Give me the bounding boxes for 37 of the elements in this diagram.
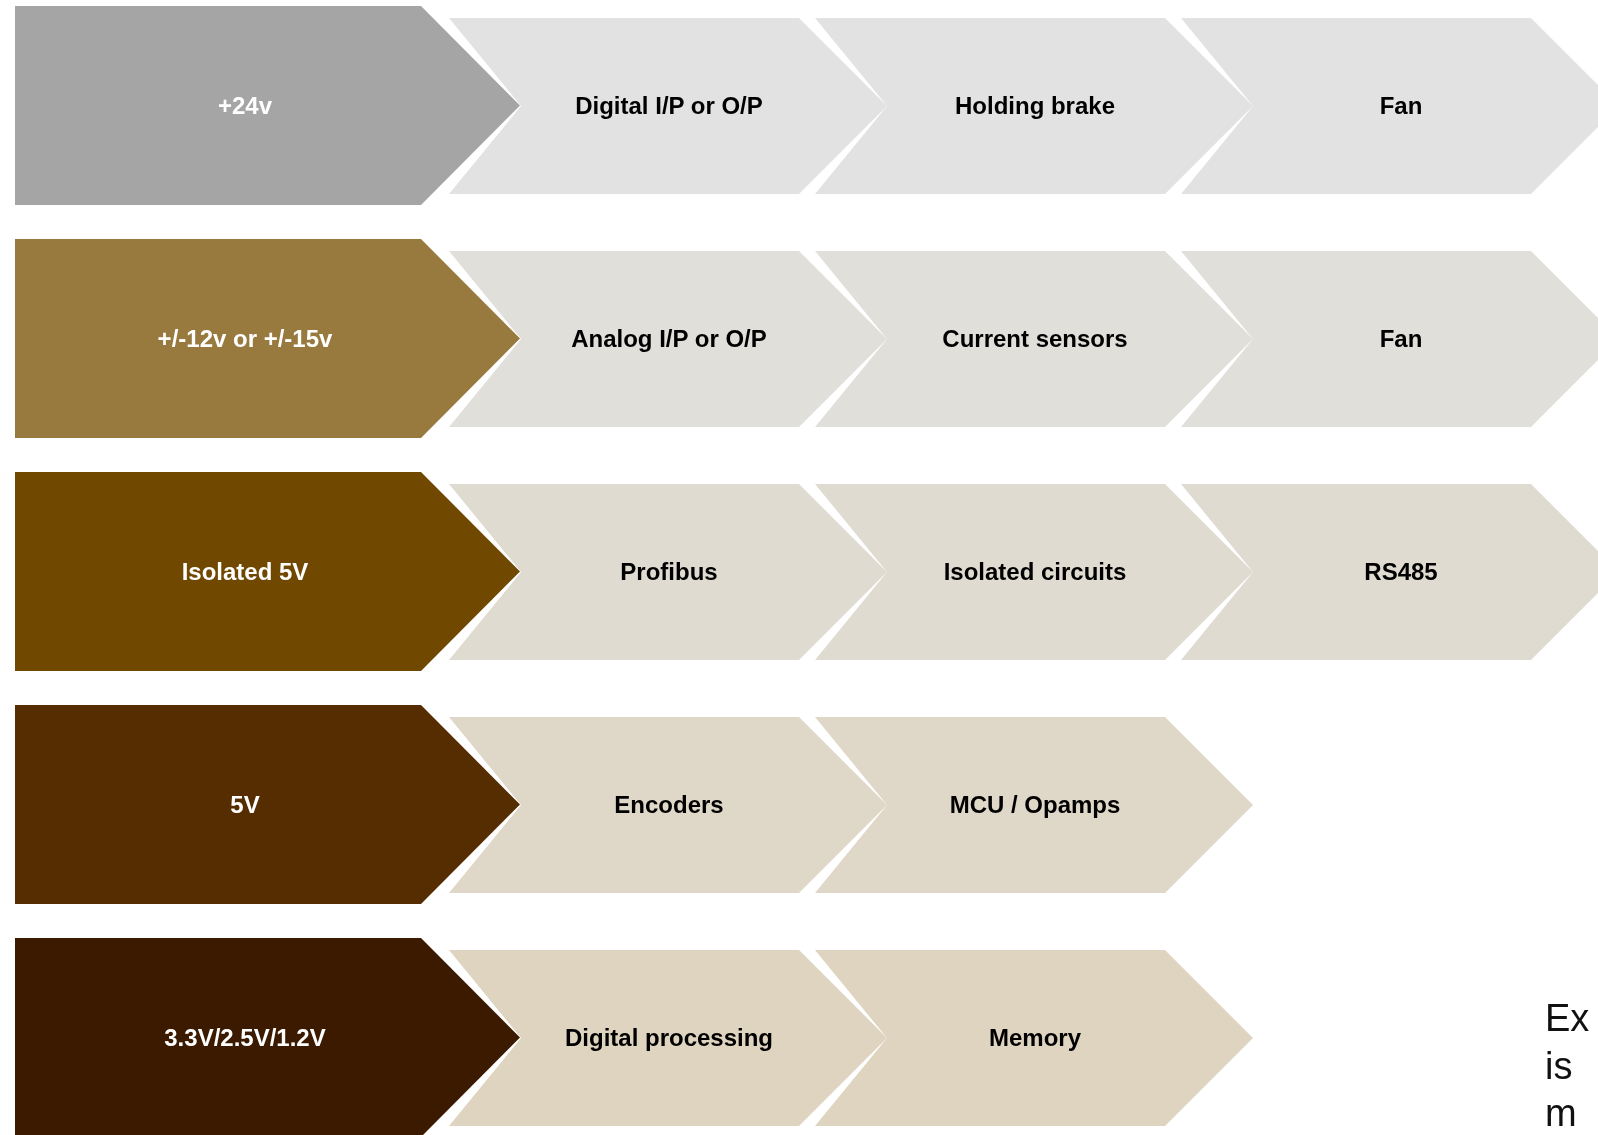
chevron-label: Memory	[988, 1023, 1082, 1053]
chevron-label: Holding brake	[954, 91, 1116, 121]
process-step	[815, 18, 1253, 194]
chevron-label: RS485	[1363, 557, 1439, 587]
process-step	[15, 705, 520, 904]
process-step	[1181, 251, 1598, 427]
process-step	[15, 6, 520, 205]
process-step	[15, 938, 520, 1135]
process-step	[449, 717, 887, 893]
process-step	[449, 18, 887, 194]
chevron-label: MCU / Opamps	[948, 790, 1122, 820]
process-step	[449, 484, 887, 660]
process-step	[1181, 18, 1598, 194]
chevron-label: Isolated 5V	[180, 557, 310, 586]
chevron-label: 3.3V/2.5V/1.2V	[163, 1023, 327, 1052]
process-step	[449, 950, 887, 1126]
chevron-label: Digital I/P or O/P	[574, 91, 764, 121]
chevron-label: Isolated circuits	[942, 557, 1128, 587]
process-step	[815, 717, 1253, 893]
chevron-label: Current sensors	[941, 324, 1129, 354]
chevron-label: Fan	[1378, 324, 1424, 354]
note-text: Ex is m	[1545, 996, 1591, 1135]
process-step	[15, 239, 520, 438]
process-step	[815, 484, 1253, 660]
chevron-label: Digital processing	[563, 1023, 774, 1053]
chevron-label: +24v	[216, 91, 274, 120]
process-step	[1181, 484, 1598, 660]
chevron-label: 5V	[229, 790, 261, 819]
process-step	[15, 472, 520, 671]
chevron-label: Encoders	[613, 790, 725, 820]
chevron-label: Fan	[1378, 91, 1424, 121]
chevron-label: Profibus	[619, 557, 719, 587]
chevron-label: Analog I/P or O/P	[570, 324, 768, 354]
chevron-label: +/-12v or +/-15v	[156, 324, 334, 353]
process-step	[815, 950, 1253, 1126]
process-step	[815, 251, 1253, 427]
process-step	[449, 251, 887, 427]
